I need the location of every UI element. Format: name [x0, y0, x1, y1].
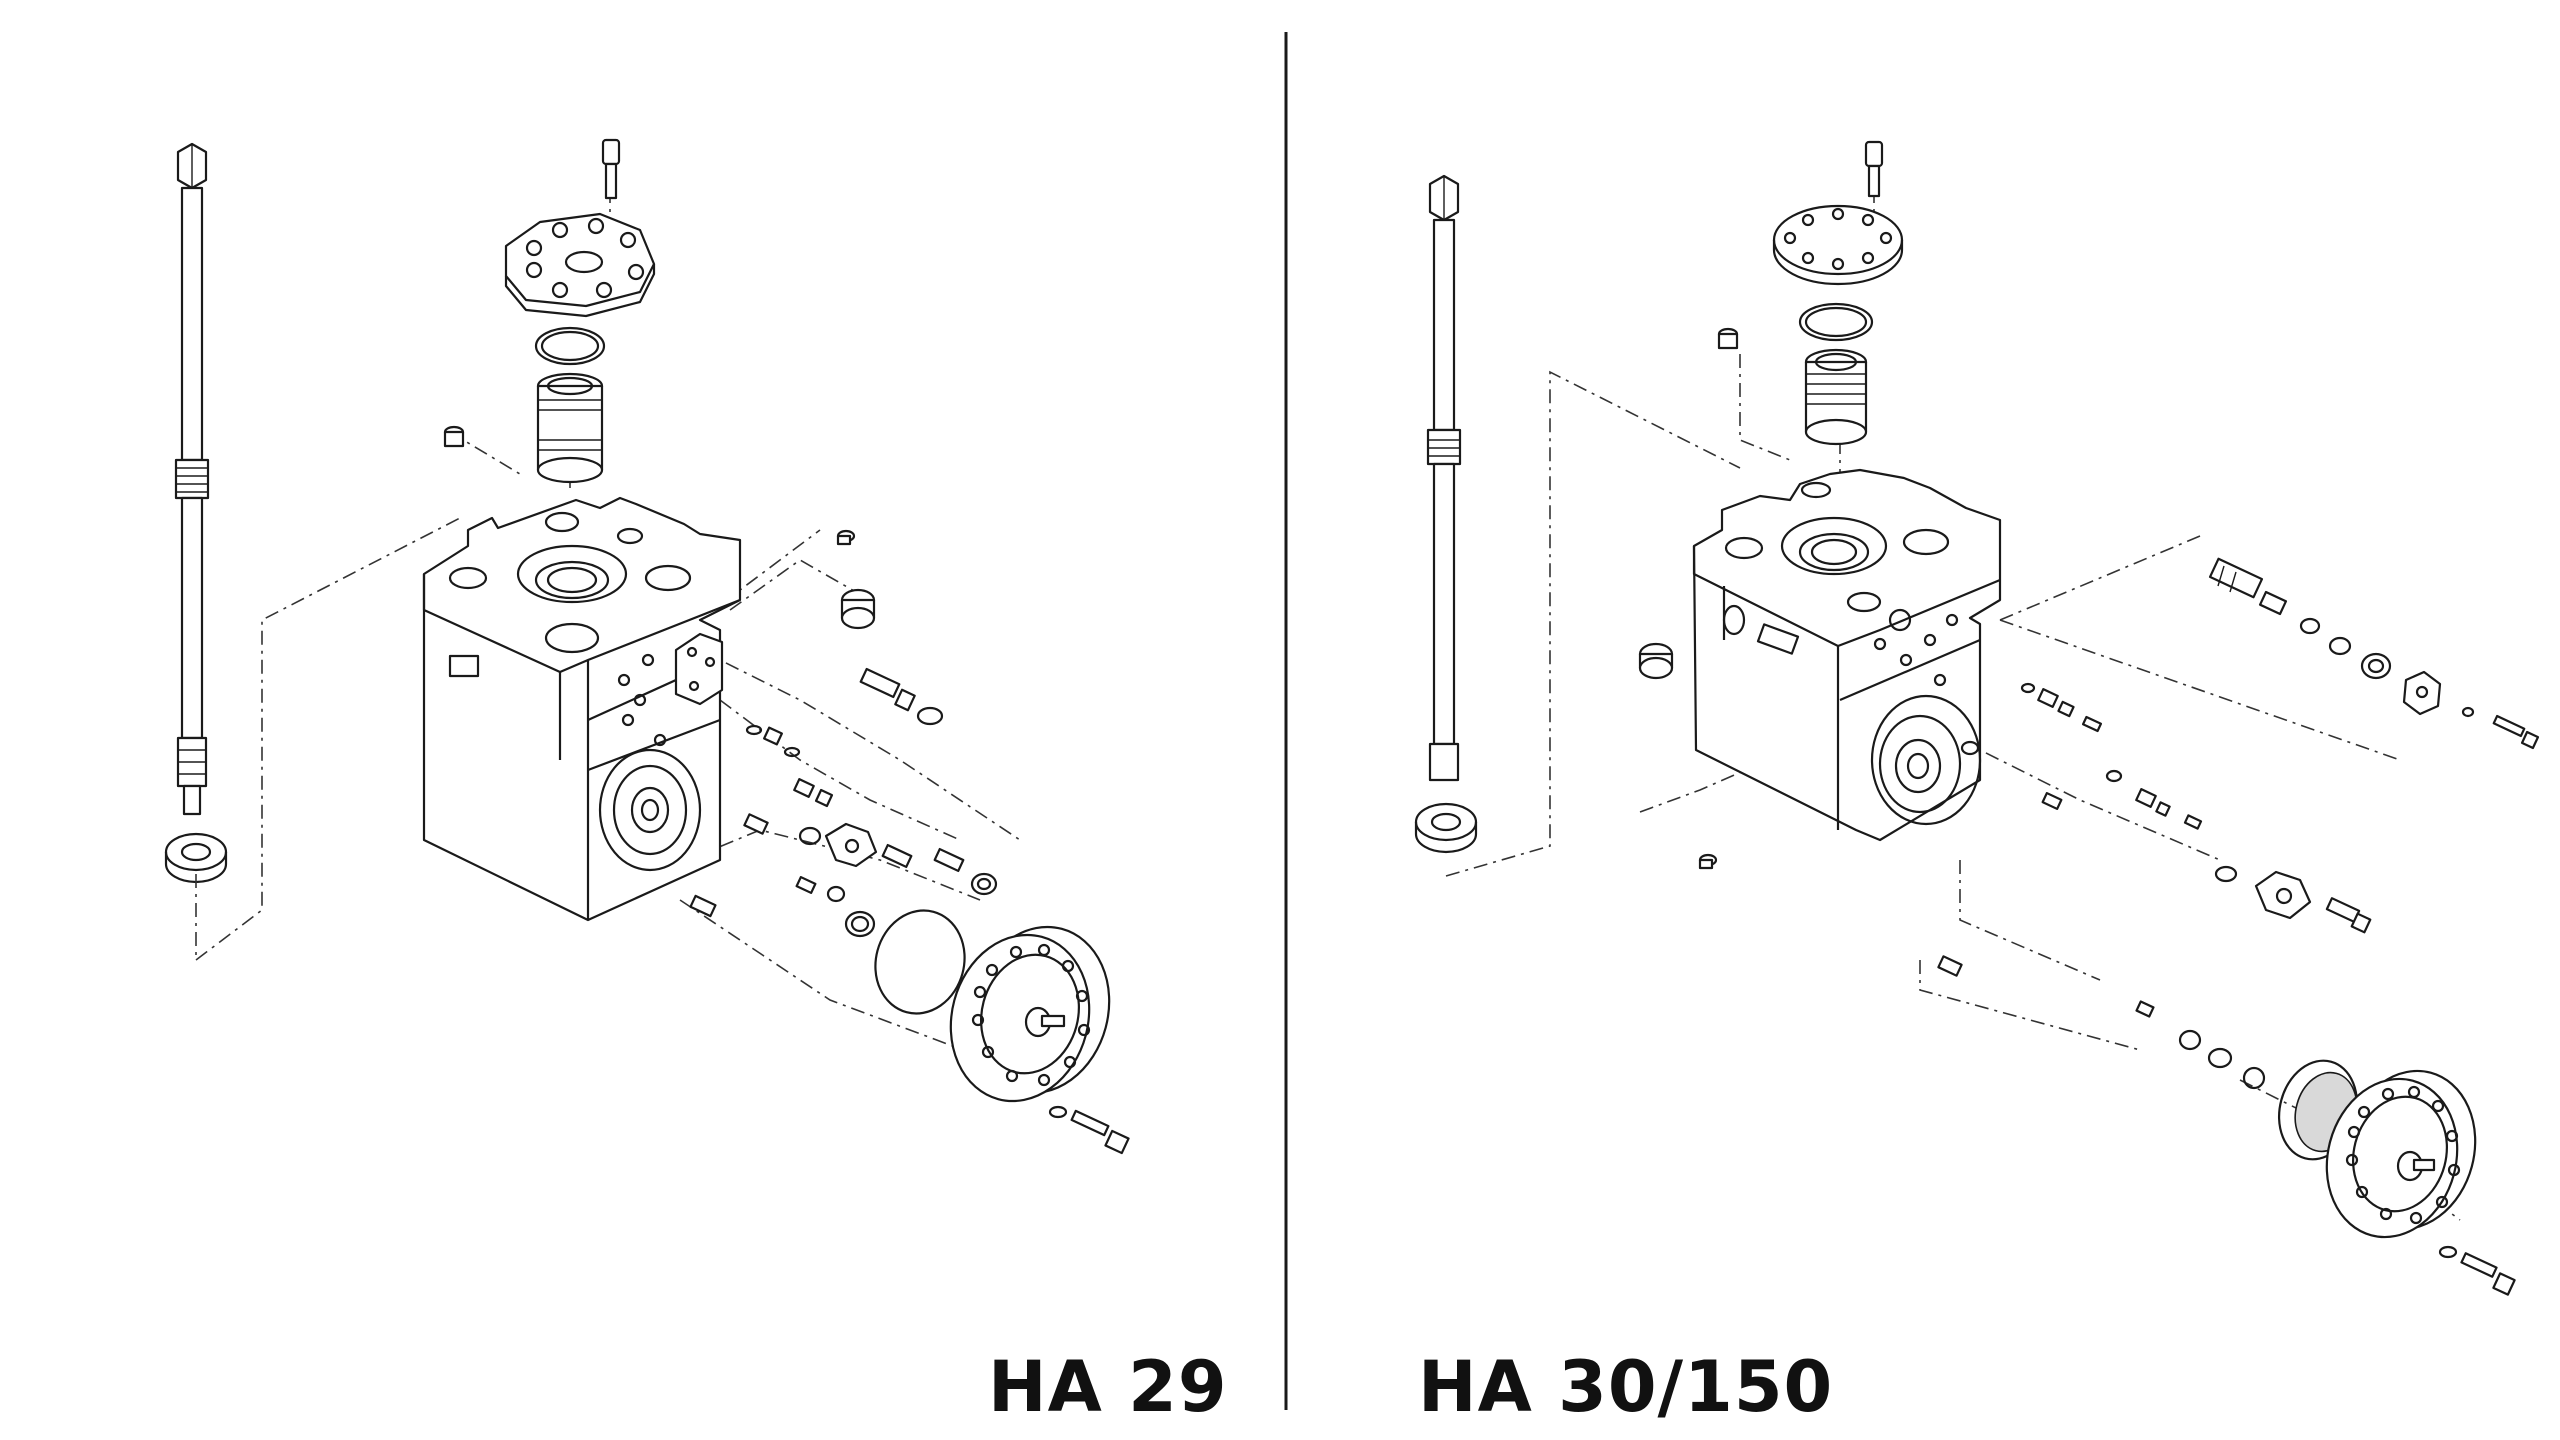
model-label-ha30-150: HA 30/150	[1418, 1346, 1834, 1428]
top-bolt-left	[601, 138, 621, 200]
valve-block-right	[1692, 468, 2002, 842]
end-cover-left	[949, 925, 1111, 1103]
pin-right-1	[1937, 955, 1963, 977]
assembly-ha30-150	[1414, 140, 2540, 1296]
check-valve-left	[859, 667, 944, 726]
cover-plate-left	[504, 212, 656, 318]
side-plug-right	[1638, 642, 1674, 680]
flange-small-right	[2214, 865, 2372, 934]
flange-small-left	[824, 822, 878, 868]
seal-parts-right	[2135, 1000, 2266, 1090]
tie-rod-left	[164, 142, 228, 960]
fitting-row-left	[745, 724, 834, 808]
fitting-row-right	[2020, 682, 2203, 830]
pin-left-1	[743, 813, 769, 835]
cartridge-valve-right	[2208, 557, 2540, 750]
valve-block-left	[422, 496, 742, 922]
model-label-ha29: HA 29	[988, 1346, 1228, 1428]
top-bolt-right	[1864, 140, 1884, 198]
side-flange-left	[674, 632, 724, 706]
assembly-ha29	[164, 138, 1130, 1155]
screw-small-right-1	[1698, 853, 1718, 870]
plug-cap-left	[840, 588, 876, 630]
end-cover-right	[2325, 1069, 2477, 1239]
tie-rod-right	[1414, 174, 1478, 854]
o-ring-top-right	[1798, 302, 1874, 342]
bottom-bolt-right	[2438, 1245, 2516, 1296]
valve-sleeve-right	[1804, 348, 1868, 446]
small-plug-right	[1717, 327, 1739, 350]
bottom-bolt-left	[1048, 1105, 1130, 1155]
o-ring-large-left	[874, 909, 966, 1015]
cover-disc-right	[1772, 204, 1904, 286]
screw-small-left-1	[836, 529, 856, 546]
small-plug-left	[443, 425, 465, 448]
valve-sleeve-left	[536, 372, 604, 484]
o-ring-top-left	[534, 326, 606, 366]
